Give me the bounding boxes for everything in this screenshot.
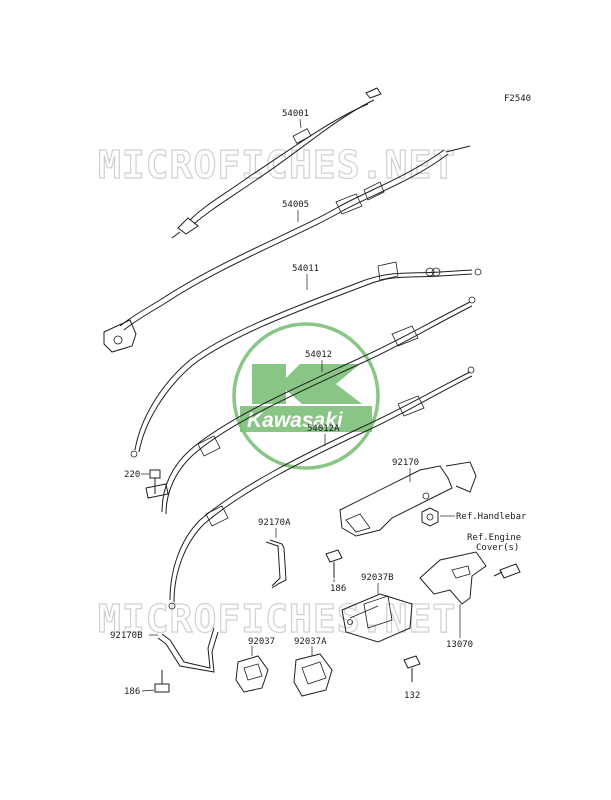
bolt-186-upper: [325, 549, 343, 578]
label-92170: 92170: [392, 458, 419, 468]
ref-engine-line1: Ref.Engine: [467, 533, 521, 543]
bracket-92170: [339, 461, 477, 537]
figure-code: F2540: [504, 94, 531, 104]
cable-54005: [103, 145, 471, 353]
label-92170B: 92170B: [110, 631, 143, 641]
label-92037A: 92037A: [294, 637, 327, 647]
label-92037: 92037: [248, 637, 275, 647]
label-13070: 13070: [446, 640, 473, 650]
kawasaki-logo: Kawasaki: [232, 322, 380, 470]
label-54001: 54001: [282, 109, 309, 119]
label-132: 132: [404, 691, 420, 701]
cable-54001: [171, 87, 382, 239]
logo-k-mark: [252, 364, 362, 404]
watermark-top: MICROFICHES.NET: [98, 143, 456, 187]
label-54012: 54012: [305, 350, 332, 360]
bracket-92037B: [341, 593, 413, 643]
bolt-220: [145, 469, 169, 499]
label-54012A: 54012A: [307, 424, 340, 434]
label-54005: 54005: [282, 200, 309, 210]
watermark-bottom: MICROFICHES.NET: [98, 597, 456, 641]
label-92170A: 92170A: [258, 518, 291, 528]
clip-92037: [235, 655, 269, 693]
cable-54001-tail: [177, 217, 199, 235]
clamp-92170B: [157, 627, 219, 673]
bolt-132: [403, 655, 421, 682]
label-186-upper: 186: [330, 584, 346, 594]
ref-engine-line2: Cover(s): [476, 543, 519, 553]
logo-ring: [232, 322, 380, 470]
label-220: 220: [124, 470, 140, 480]
watermark-layer: MICROFICHES.NET MICROFICHES.NET: [97, 142, 456, 641]
cable-54011: [130, 261, 482, 458]
label-54011: 54011: [292, 264, 319, 274]
label-186-lower: 186: [124, 687, 140, 697]
logo-text: Kawasaki: [247, 409, 344, 432]
cable-54001-head: [365, 87, 382, 99]
nut-handlebar: [421, 507, 439, 527]
cable-54012A: [168, 366, 475, 610]
bolt-engine-cover: [493, 563, 521, 579]
clamp-92170A: [265, 539, 287, 589]
bolt-186-lower: [154, 670, 170, 693]
bracket-54005: [103, 319, 137, 353]
ref-handlebar: Ref.Handlebar: [456, 512, 527, 522]
label-92037B: 92037B: [361, 573, 394, 583]
clip-92037A: [293, 653, 333, 697]
bracket-13070: [419, 551, 487, 605]
cable-54012: [161, 296, 476, 515]
